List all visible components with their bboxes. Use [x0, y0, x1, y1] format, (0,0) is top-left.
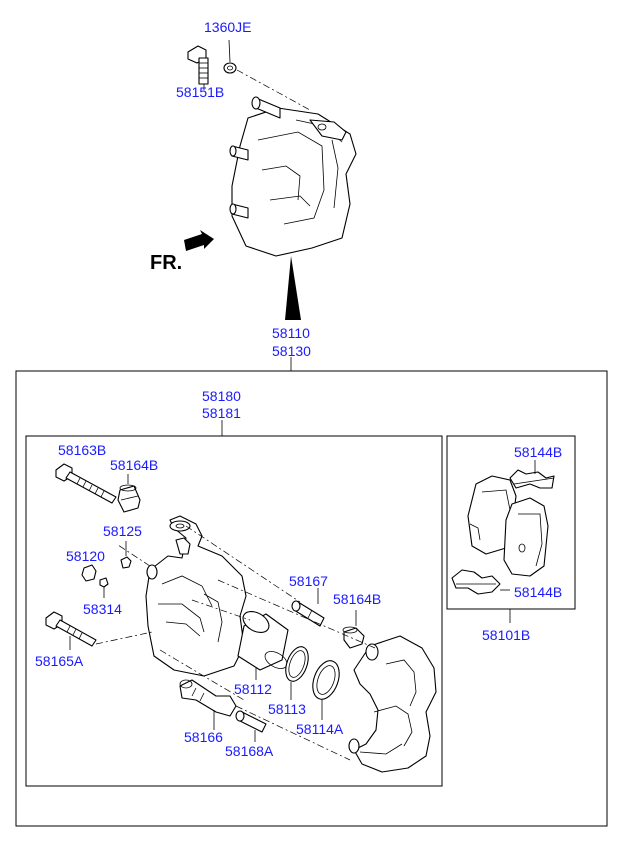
- label-58114A: 58114A: [296, 721, 344, 737]
- caliper-body-box: [25, 435, 443, 787]
- label-58166: 58166: [184, 729, 223, 745]
- label-58165A: 58165A: [35, 653, 84, 669]
- label-58112: 58112: [234, 681, 272, 697]
- label-fr: FR.: [150, 252, 182, 274]
- label-58151B: 58151B: [176, 84, 224, 100]
- assembled-caliper-drawing: [187, 39, 357, 257]
- label-58180: 58180: [202, 388, 241, 404]
- label-1360JE: 1360JE: [204, 19, 251, 35]
- label-58314: 58314: [83, 601, 122, 617]
- front-direction-arrow-icon: [184, 230, 214, 251]
- label-58130: 58130: [272, 343, 311, 359]
- label-58164B-right: 58164B: [333, 591, 381, 607]
- caliper-assembly-box: [15, 370, 608, 827]
- label-58167: 58167: [289, 573, 328, 589]
- pad-kit-box: [446, 435, 576, 610]
- label-58181: 58181: [202, 405, 241, 421]
- label-58113: 58113: [268, 701, 306, 717]
- label-58110: 58110: [272, 325, 310, 341]
- label-58101B: 58101B: [482, 627, 530, 643]
- caliper-exploded-drawing: [45, 463, 437, 773]
- label-58125: 58125: [103, 523, 142, 539]
- label-58120: 58120: [66, 548, 105, 564]
- brake-pads-drawing: [451, 460, 555, 595]
- assembly-pointer-icon: [285, 256, 301, 320]
- label-58144B-top: 58144B: [514, 444, 562, 460]
- label-58168A: 58168A: [225, 743, 274, 759]
- label-58163B: 58163B: [58, 442, 106, 458]
- label-58164B-top: 58164B: [110, 457, 158, 473]
- label-58144B-bottom: 58144B: [514, 584, 562, 600]
